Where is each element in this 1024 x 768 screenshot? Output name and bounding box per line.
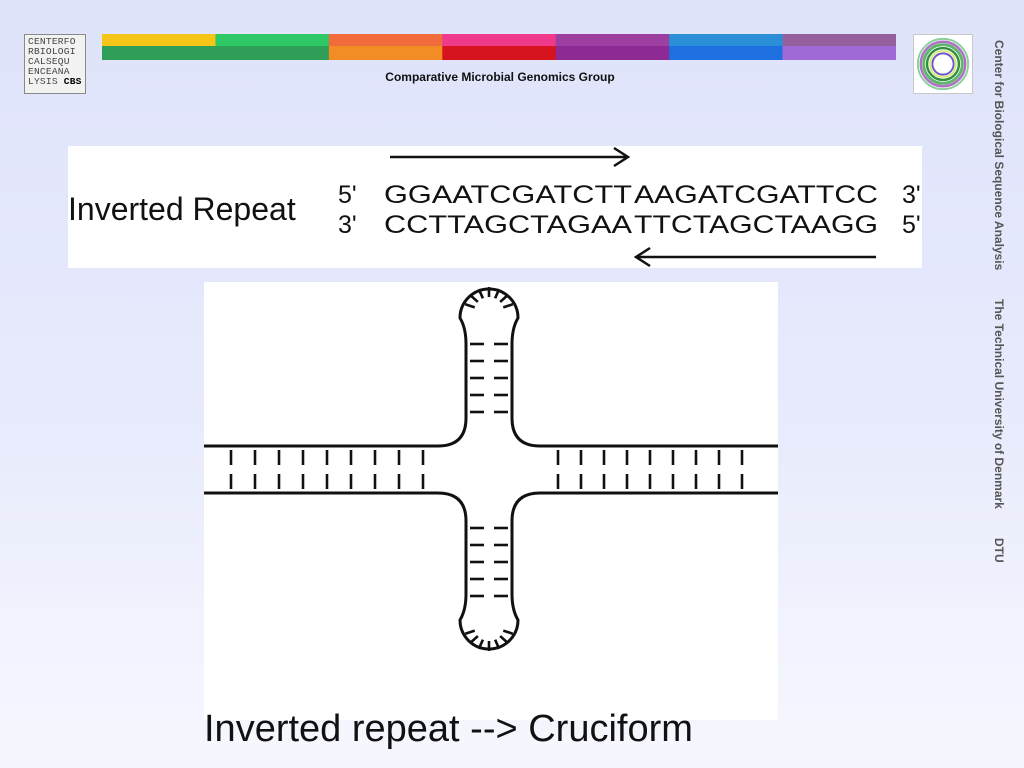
top-strand-right-end: 3' bbox=[902, 181, 921, 209]
loop-top-tick-1 bbox=[464, 303, 476, 309]
loop-top-tick-3 bbox=[477, 288, 485, 299]
loop-bottom-tick-5 bbox=[493, 639, 501, 650]
side-line-2: The Technical University of Denmark bbox=[992, 298, 1006, 509]
color-bar-bottom-3 bbox=[328, 46, 443, 60]
color-bar-bottom-1 bbox=[102, 46, 216, 60]
logo-row-5-text: LYSIS bbox=[28, 76, 58, 87]
cbs-logo: CENTERFO RBIOLOGI CALSEQU ENCEANA LYSIS … bbox=[24, 34, 86, 94]
color-bar-bottom-7 bbox=[782, 46, 896, 60]
cruciform-strands bbox=[204, 287, 778, 651]
color-bar-top-7 bbox=[782, 34, 896, 46]
color-bar-top-3 bbox=[328, 34, 443, 46]
logo-row-1: CENTERFO bbox=[28, 36, 76, 47]
color-bar-bottom-5 bbox=[555, 46, 670, 60]
left-arrow-icon bbox=[633, 246, 876, 268]
color-bar-bottom-2 bbox=[215, 46, 330, 60]
caption: Inverted repeat --> Cruciform bbox=[204, 708, 693, 750]
side-caption: Center for Biological Sequence Analysis … bbox=[984, 40, 1006, 660]
logo-row-4: ENCEANA bbox=[28, 66, 70, 77]
logo-row-5: LYSIS CBS bbox=[28, 77, 85, 87]
strand-lower bbox=[204, 491, 778, 651]
base-pair-rungs bbox=[229, 287, 744, 651]
loop-bottom-tick-6 bbox=[499, 635, 509, 644]
color-bar-top-2 bbox=[215, 34, 330, 46]
loop-top-tick-5 bbox=[493, 288, 501, 299]
side-line-3: DTU bbox=[992, 537, 1006, 563]
color-bar bbox=[102, 34, 896, 60]
group-name: Comparative Microbial Genomics Group bbox=[385, 70, 615, 84]
loop-top-tick-7 bbox=[502, 303, 514, 309]
loop-bottom-tick-3 bbox=[477, 639, 485, 650]
strand-upper bbox=[204, 287, 778, 448]
logo-row-3: CALSEQU bbox=[28, 56, 70, 67]
bottom-strand-sequence-b: TTCTAGCTAAGG bbox=[634, 211, 878, 239]
cruciform-diagram bbox=[204, 282, 778, 720]
color-bar-bottom-6 bbox=[669, 46, 784, 60]
loop-top-tick-6 bbox=[499, 294, 509, 303]
logo-brand: CBS bbox=[63, 76, 82, 87]
color-bar-top-4 bbox=[442, 34, 557, 46]
loop-bottom-tick-7 bbox=[502, 629, 514, 635]
inverted-repeat-label: Inverted Repeat bbox=[68, 191, 296, 227]
bottom-strand-sequence-a: CCTTAGCTAGAA bbox=[384, 211, 632, 239]
color-bar-top-5 bbox=[555, 34, 670, 46]
loop-bottom-tick-2 bbox=[469, 635, 479, 644]
logo-row-2: RBIOLOGI bbox=[28, 46, 76, 57]
bottom-strand-right-end: 5' bbox=[902, 211, 921, 239]
color-bar-top-6 bbox=[669, 34, 784, 46]
top-strand-sequence-a: GGAATCGATCTT bbox=[384, 181, 632, 209]
dtu-ring-logo bbox=[913, 34, 973, 94]
color-bar-bottom-4 bbox=[442, 46, 557, 60]
loop-bottom-tick-1 bbox=[464, 629, 476, 635]
loop-top-tick-2 bbox=[469, 294, 479, 303]
inverted-repeat-panel: Inverted Repeat 5' GGAATCGATCTT AAGATCGA… bbox=[68, 146, 922, 268]
bottom-strand-left-end: 3' bbox=[338, 211, 357, 239]
color-bar-top-1 bbox=[102, 34, 216, 46]
top-strand-sequence-b: AAGATCGATTCC bbox=[634, 181, 878, 209]
top-strand-left-end: 5' bbox=[338, 181, 357, 209]
right-arrow-icon bbox=[390, 146, 631, 168]
side-line-1: Center for Biological Sequence Analysis bbox=[992, 40, 1006, 271]
